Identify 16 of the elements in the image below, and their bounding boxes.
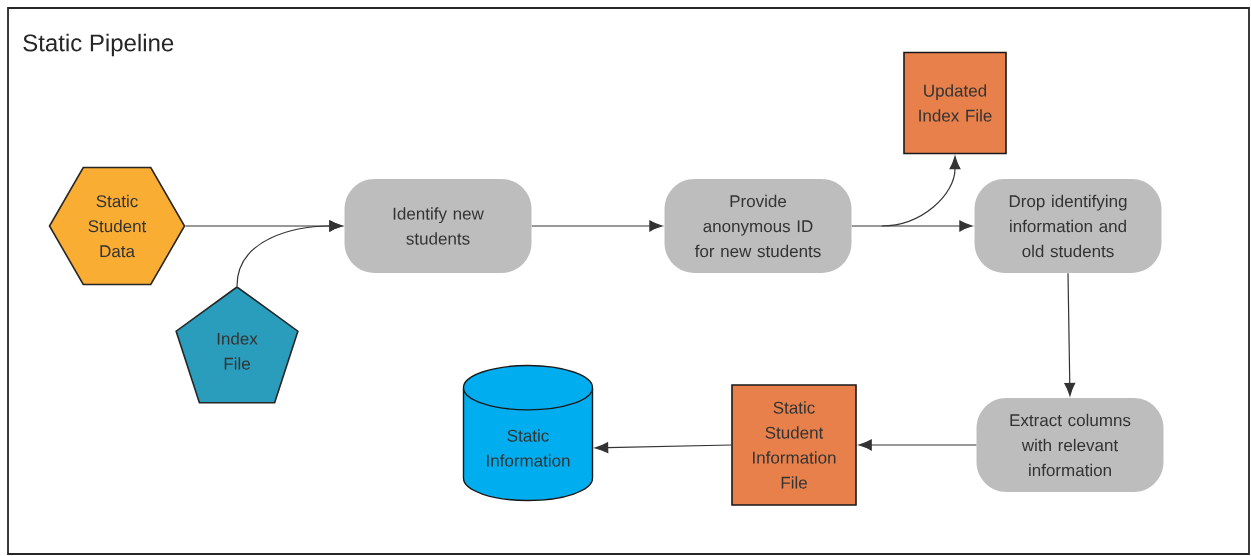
database-cylinder: Static Information bbox=[462, 364, 594, 502]
arrow bbox=[531, 220, 663, 232]
process-box: Identify new students bbox=[344, 179, 532, 273]
process-box: Drop identifying information and old students bbox=[974, 179, 1162, 273]
title: Static Pipeline bbox=[23, 33, 174, 57]
arrow bbox=[858, 439, 977, 451]
arrow bbox=[851, 220, 973, 232]
file-box: Static Student Information File bbox=[731, 384, 857, 506]
process-box: Extract columns with relevant information bbox=[976, 398, 1164, 492]
pentagon-node: Index File bbox=[175, 286, 299, 404]
arrow bbox=[236, 220, 343, 287]
hexagon-node: Static Student Data bbox=[48, 166, 186, 286]
arrow bbox=[594, 442, 732, 454]
process-box: Provide anonymous ID for new students bbox=[664, 179, 852, 273]
arrow bbox=[1064, 272, 1076, 397]
file-box: Updated Index File bbox=[903, 51, 1007, 155]
